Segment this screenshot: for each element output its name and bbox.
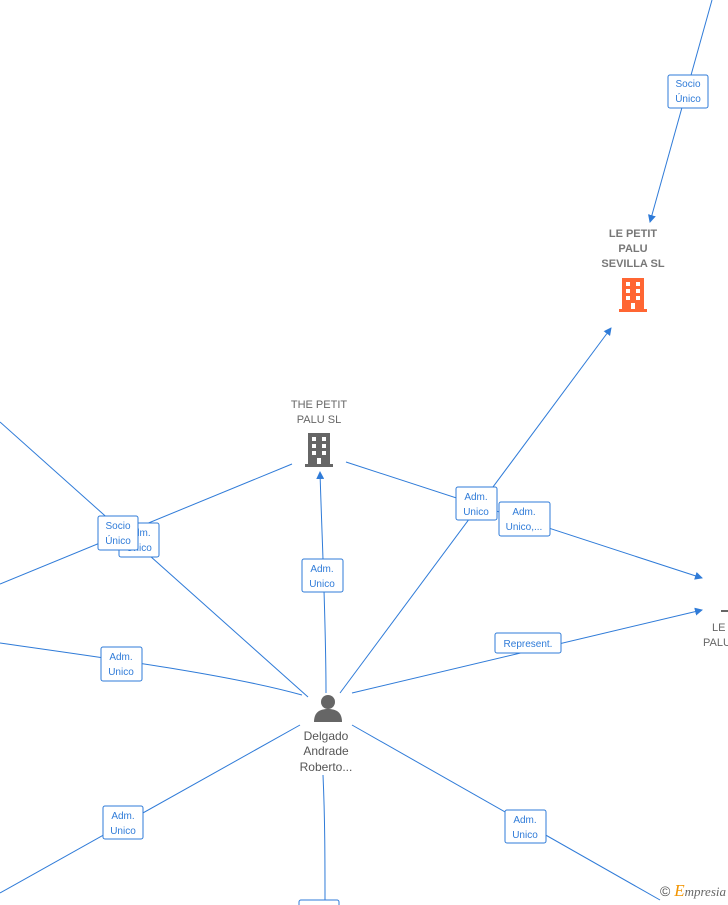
edge-top-to-sevilla[interactable] <box>648 0 713 223</box>
svg-text:Socio: Socio <box>105 521 130 532</box>
svg-text:Unico: Unico <box>126 543 152 554</box>
building-icon <box>305 433 333 467</box>
svg-text:Adm.: Adm. <box>109 652 132 663</box>
node-le-petit-palu-sevilla[interactable]: LE PETIT PALU SEVILLA SL <box>601 228 665 312</box>
node-the-petit-palu[interactable]: THE PETIT PALU SL <box>291 399 348 467</box>
svg-text:Adm.: Adm. <box>310 564 333 575</box>
copyright-symbol: © <box>659 883 671 899</box>
edge-label-adm-unico-right[interactable]: Adm. Unico <box>455 486 498 521</box>
node-label-line: SEVILLA SL <box>601 258 664 270</box>
node-label-line: PALU SL <box>297 414 341 426</box>
edge-person-to-top-left[interactable] <box>0 421 309 698</box>
svg-text:Adm.: Adm. <box>512 507 535 518</box>
edge-label-socio-unico-left[interactable]: Socio Único <box>97 515 139 551</box>
edge-label-adm-unico-bottom-left[interactable]: Adm. Unico <box>102 805 144 840</box>
svg-text:Adm.: Adm. <box>513 815 536 826</box>
node-label-line: PALU <box>618 243 647 255</box>
person-icon <box>314 695 342 722</box>
svg-text:Único: Único <box>105 534 131 547</box>
svg-text:Represent.: Represent. <box>504 639 553 650</box>
copyright-notice: © Empresia <box>660 881 726 901</box>
edge-label-adm-unico-center[interactable]: Adm. Unico <box>301 558 344 593</box>
brand-logo: Empresia <box>674 881 726 900</box>
svg-text:Unico: Unico <box>110 826 136 837</box>
node-label-line: Delgado <box>304 729 349 743</box>
svg-text:Unico: Unico <box>463 507 489 518</box>
edge-person-to-bottom-left[interactable] <box>0 724 301 894</box>
edge-label-bottom-partial[interactable] <box>298 899 340 905</box>
node-label-line: LE <box>712 622 725 634</box>
svg-text:Socio: Socio <box>675 79 700 90</box>
svg-text:Único: Único <box>675 92 701 105</box>
svg-text:Adm.: Adm. <box>111 811 134 822</box>
edge-label-adm-unico-dots[interactable]: Adm. Unico,... <box>498 501 551 537</box>
svg-text:Adm.: Adm. <box>464 492 487 503</box>
node-person[interactable]: Delgado Andrade Roberto... <box>300 695 353 774</box>
svg-text:Unico: Unico <box>108 667 134 678</box>
edge-labels: Socio Único Adm. Unico Adm. Unico,... Ad… <box>97 74 709 905</box>
edge-person-to-left[interactable] <box>0 642 303 696</box>
edge-label-socio-unico-top[interactable]: Socio Único <box>667 74 709 109</box>
svg-text:Unico,...: Unico,... <box>506 522 543 533</box>
edges <box>0 0 713 905</box>
svg-text:Unico: Unico <box>512 830 538 841</box>
building-icon <box>619 278 647 312</box>
node-label-line: THE PETIT <box>291 399 348 411</box>
node-label-line: Roberto... <box>300 760 353 774</box>
edge-label-adm-unico-left[interactable]: Adm. Unico <box>100 646 143 682</box>
node-label-line: Andrade <box>303 744 349 758</box>
building-icon <box>721 610 728 612</box>
edge-label-represent[interactable]: Represent. <box>494 632 562 654</box>
edge-label-adm-unico-bottom-right[interactable]: Adm. Unico <box>504 809 547 844</box>
node-le-palu-partial[interactable]: LE PALU <box>703 610 728 649</box>
node-label-line: PALU <box>703 637 728 649</box>
svg-text:Adm.: Adm. <box>127 528 150 539</box>
svg-text:Unico: Unico <box>309 579 335 590</box>
node-label-line: LE PETIT <box>609 228 658 240</box>
edge-person-to-bottom[interactable] <box>322 774 326 905</box>
